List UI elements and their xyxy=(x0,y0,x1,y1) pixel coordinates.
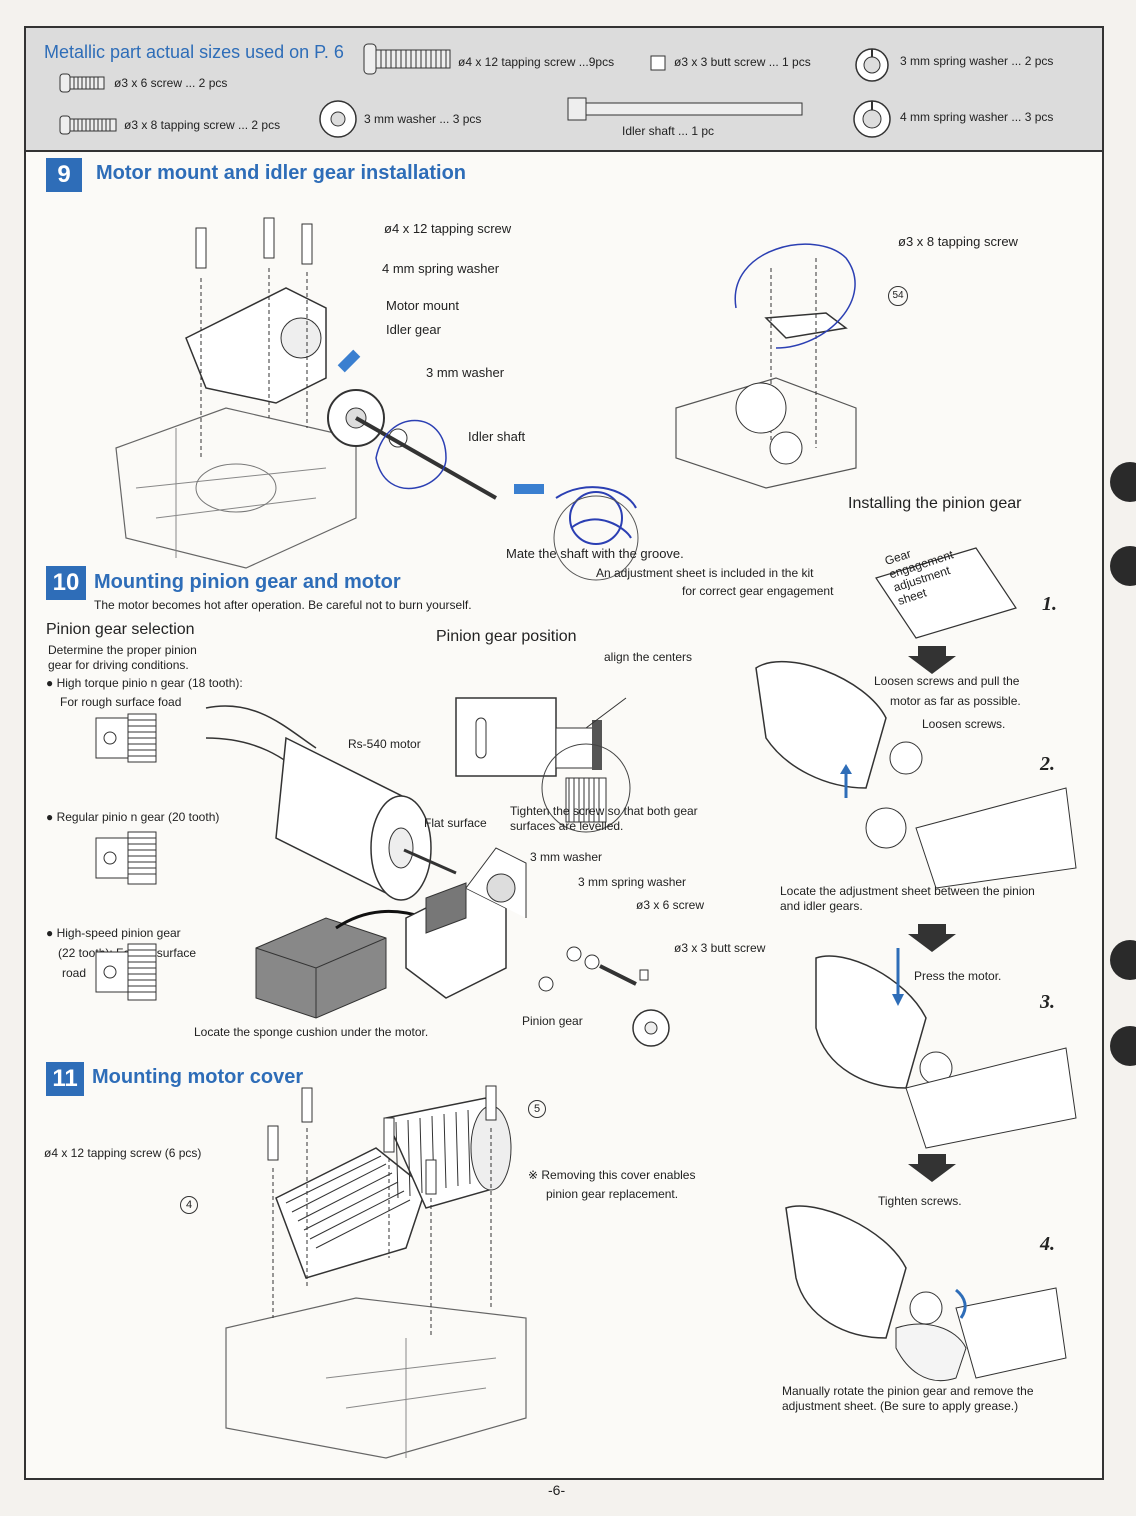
gear-option-label: High-speed pinion gear xyxy=(56,926,181,940)
gear-option-22: ● High-speed pinion gear xyxy=(46,926,181,940)
label-flat-surface: Flat surface xyxy=(424,816,487,830)
step-number-4: 4. xyxy=(1040,1233,1055,1255)
step-10-badge: 10 xyxy=(46,566,86,600)
label-cover-screws: ø4 x 12 tapping screw (6 pcs) xyxy=(44,1146,202,1160)
pinion-18-icon xyxy=(95,713,157,763)
part-label: ø3 x 8 tapping screw ... 2 pcs xyxy=(124,118,281,132)
washer-3mm-icon xyxy=(319,100,357,138)
pinion-20-icon xyxy=(95,831,157,885)
label-tapping-screw: ø4 x 12 tapping screw xyxy=(384,221,512,236)
pinion-selection-desc: Determine the proper pinion xyxy=(48,643,197,657)
step-10-illustration xyxy=(95,697,670,1047)
pinion-selection-desc: gear for driving conditions. xyxy=(48,658,189,672)
press-motor-label: Press the motor. xyxy=(914,969,1002,983)
motor-step-3-icon xyxy=(815,948,1077,1149)
parts-illustrations xyxy=(59,43,891,138)
tapping-screw-4x12-icon xyxy=(363,43,451,75)
parts-header-title: Metallic part actual sizes used on P. 6 xyxy=(44,42,344,62)
parts-header: Metallic part actual sizes used on P. 6 xyxy=(26,28,1102,152)
label-tighten-note: Tighten the screw so that both gear xyxy=(510,804,698,818)
gear-option-desc: For rough surface foad xyxy=(60,695,182,709)
pinion-install-intro: An adjustment sheet is included in the k… xyxy=(596,566,814,580)
part-number-5: 5 xyxy=(528,1100,546,1118)
spring-washer-3mm-icon xyxy=(855,48,889,82)
binder-hole xyxy=(1110,940,1136,980)
pinion-position-diagram xyxy=(455,697,631,833)
label-butt-screw: ø3 x 3 butt screw xyxy=(674,941,766,955)
cover-note: pinion gear replacement. xyxy=(546,1187,679,1201)
loosen-instruction: motor as far as possible. xyxy=(890,694,1021,708)
loosen-instruction: Loosen screws and pull the xyxy=(874,674,1020,688)
step-10-warning: The motor becomes hot after operation. B… xyxy=(94,598,472,612)
motor-step-4-icon xyxy=(785,1205,1067,1382)
label-3x6-screw: ø3 x 6 screw xyxy=(636,898,705,912)
tighten-screws-label: Tighten screws. xyxy=(878,1194,962,1208)
part-label: 4 mm spring washer ... 3 pcs xyxy=(900,110,1054,124)
sponge-cushion-icon xyxy=(255,917,387,1019)
gear-option-18: ● High torque pinio n gear (18 tooth): xyxy=(46,676,243,690)
tapping-screw-3x8-icon xyxy=(59,115,117,135)
step-11-badge: 11 xyxy=(46,1062,84,1096)
pinion-install-intro: for correct gear engagement xyxy=(682,584,834,598)
label-washer: 3 mm washer xyxy=(426,365,505,380)
gear-option-label: Regular pinio n gear (20 tooth) xyxy=(56,810,220,824)
page-number: -6- xyxy=(548,1482,566,1498)
manual-page: Metallic part actual sizes used on P. 6 xyxy=(24,26,1104,1480)
part-number-54: 54 xyxy=(888,286,908,306)
label-idler-gear: Idler gear xyxy=(386,322,441,337)
binder-hole xyxy=(1110,546,1136,586)
label-align-centers: align the centers xyxy=(604,650,693,664)
motor-step-2-icon xyxy=(755,660,1077,889)
locate-sheet-instruction: and idler gears. xyxy=(780,899,863,913)
step-9-badge: 9 xyxy=(46,158,82,192)
step-11-title: Mounting motor cover xyxy=(92,1066,304,1088)
label-tapping-screw-3x8: ø3 x 8 tapping screw xyxy=(898,234,1018,249)
step-number-3: 3. xyxy=(1040,991,1055,1013)
gear-option-20: ● Regular pinio n gear (20 tooth) xyxy=(46,810,220,824)
binder-hole xyxy=(1110,1026,1136,1066)
rotate-instruction: adjustment sheet. (Be sure to apply grea… xyxy=(782,1399,1019,1413)
label-sponge: Locate the sponge cushion under the moto… xyxy=(194,1025,429,1039)
spring-washer-4mm-icon xyxy=(853,100,891,138)
pinion-install-illustration xyxy=(755,547,1077,1382)
butt-screw-icon xyxy=(650,55,666,71)
cover-note: ※ Removing this cover enables xyxy=(528,1168,696,1182)
part-number-4: 4 xyxy=(180,1196,198,1214)
idler-shaft-icon xyxy=(567,97,803,121)
step-11-illustration xyxy=(225,1085,527,1459)
screw-3x6-icon xyxy=(59,73,105,93)
pinion-selection-title: Pinion gear selection xyxy=(46,621,195,638)
part-label: 3 mm spring washer ... 2 pcs xyxy=(900,54,1054,68)
part-label: ø4 x 12 tapping screw ...9pcs xyxy=(458,55,615,69)
loosen-screws-label: Loosen screws. xyxy=(922,717,1006,731)
step-10-title: Mounting pinion gear and motor xyxy=(94,571,401,593)
label-tighten-note: surfaces are levelled. xyxy=(510,819,624,833)
rotate-instruction: Manually rotate the pinion gear and remo… xyxy=(782,1384,1034,1398)
pinion-install-title: Installing the pinion gear xyxy=(848,495,1022,512)
pinion-position-title: Pinion gear position xyxy=(436,628,577,645)
rs540-motor-icon xyxy=(275,736,457,901)
step-9-illustration xyxy=(115,217,857,581)
label-mate-shaft: Mate the shaft with the groove. xyxy=(506,546,684,561)
label-spring-washer: 3 mm spring washer xyxy=(578,875,687,889)
step-number-1: 1. xyxy=(1042,593,1057,615)
part-label: ø3 x 6 screw ... 2 pcs xyxy=(114,76,228,90)
step-9-title: Motor mount and idler gear installation xyxy=(96,162,467,184)
locate-sheet-instruction: Locate the adjustment sheet between the … xyxy=(780,884,1035,898)
pinion-22-icon xyxy=(95,943,157,1001)
label-spring-washer: 4 mm spring washer xyxy=(382,261,500,276)
label-rs540-motor: Rs-540 motor xyxy=(348,737,421,751)
gear-option-desc: road xyxy=(62,966,87,980)
part-label: 3 mm washer ... 3 pcs xyxy=(364,112,482,126)
label-motor-mount: Motor mount xyxy=(386,298,459,313)
gear-option-label: High torque pinio n gear (18 tooth): xyxy=(56,676,243,690)
part-label: ø3 x 3 butt screw ... 1 pcs xyxy=(674,55,811,69)
label-idler-shaft: Idler shaft xyxy=(468,429,526,444)
part-label: Idler shaft ... 1 pc xyxy=(622,124,715,138)
binder-hole xyxy=(1110,462,1136,502)
label-3mm-washer: 3 mm washer xyxy=(530,850,603,864)
label-pinion-gear: Pinion gear xyxy=(522,1014,583,1028)
step-number-2: 2. xyxy=(1040,753,1055,775)
